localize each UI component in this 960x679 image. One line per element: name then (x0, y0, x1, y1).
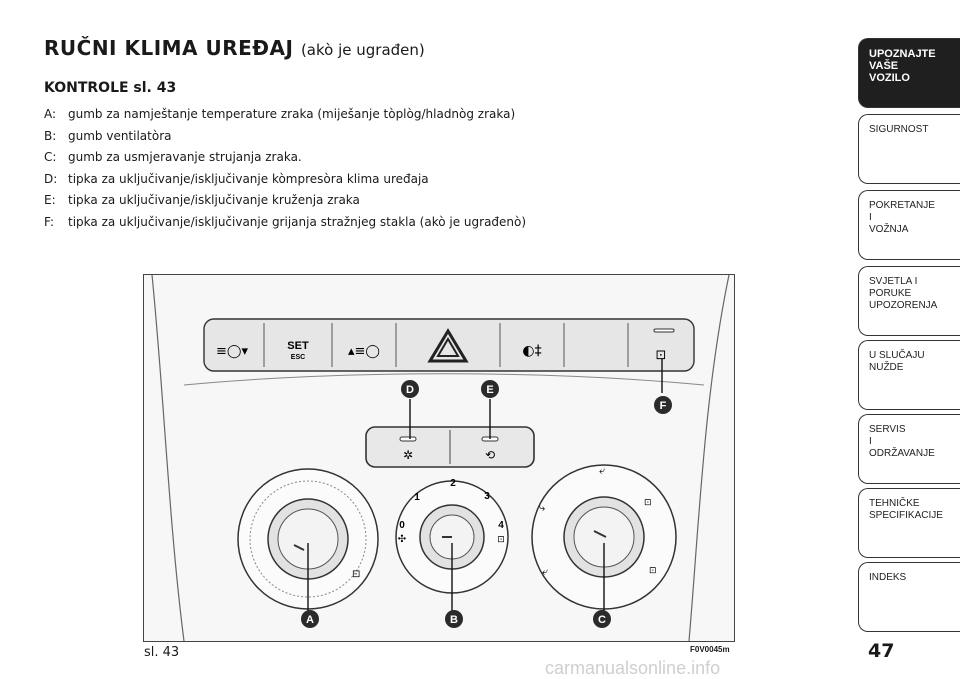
fan-speed-0: 0 (399, 520, 405, 531)
knob-a-temperature: ⊡ (237, 468, 379, 610)
callout-e: E (481, 380, 499, 398)
headlight-down-icon: ≡◯▾ (216, 344, 248, 359)
page-title: RUČNI KLIMA UREĐAJ (akò je ugrađen) (44, 36, 425, 60)
tab-label: INDEKS (869, 572, 907, 583)
item-key: E: (44, 193, 56, 207)
tab-servis[interactable]: SERVIS I ODRŽAVANJE (858, 414, 960, 484)
item-text: gumb ventilatòra (68, 128, 172, 143)
svg-text:⊡: ⊡ (649, 566, 657, 576)
fan-speed-2: 2 (450, 478, 456, 489)
page-number: 47 (868, 640, 895, 662)
callout-d: D (401, 380, 419, 398)
tab-label: SERVIS I ODRŽAVANJE (869, 424, 935, 459)
svg-text:F: F (660, 400, 667, 412)
title-main: RUČNI KLIMA UREĐAJ (44, 36, 294, 60)
title-sub: (akò je ugrađen) (300, 41, 425, 59)
knob-c-airflow: ⤶ ⤷ ⤶ ⊡ ⊡ (531, 464, 677, 610)
tab-nuzde[interactable]: U SLUČAJU NUŽDE (858, 340, 960, 410)
knob-b-fan: 0 1 2 3 4 ✣ ⊡ (395, 478, 509, 594)
fan-speed-3: 3 (484, 491, 490, 502)
svg-text:C: C (598, 614, 606, 626)
tab-label: POKRETANJE I VOŽNJA (869, 200, 935, 235)
callout-a: A (301, 610, 319, 628)
callout-b: B (445, 610, 463, 628)
svg-text:E: E (486, 384, 493, 396)
item-text: tipka za uključivanje/isključivanje kruž… (68, 193, 360, 207)
set-label: SET (287, 340, 309, 352)
tab-tehnicke[interactable]: TEHNIČKE SPECIFIKACIJE (858, 488, 960, 558)
callout-c: C (593, 610, 611, 628)
ac-led (399, 436, 417, 442)
fan-speed-1: 1 (414, 492, 420, 503)
panel-edge-right (688, 275, 730, 641)
svg-text:⊡: ⊡ (644, 498, 652, 508)
list-item: F: tipka za uključivanje/isključivanje gr… (44, 212, 526, 234)
svg-text:⊡: ⊡ (352, 569, 360, 580)
tab-label: TEHNIČKE SPECIFIKACIJE (869, 498, 943, 521)
rear-defrost-icon: ⊡ (656, 348, 667, 363)
tab-indeks[interactable]: INDEKS (858, 562, 960, 632)
tab-upoznajte[interactable]: UPOZNAJTE VAŠE VOZILO (858, 38, 960, 108)
item-key: D: (44, 171, 58, 186)
controls-list: A: gumb za namještanje temperature zraka … (44, 104, 526, 233)
esc-label: ESC (291, 354, 305, 361)
list-item: A: gumb za namještanje temperature zraka … (44, 104, 526, 126)
svg-text:⊡: ⊡ (497, 535, 505, 545)
svg-text:B: B (450, 614, 458, 626)
figure-caption: sl. 43 (144, 645, 180, 660)
tab-label: SIGURNOST (869, 124, 929, 135)
tab-svjetla[interactable]: SVJETLA I PORUKE UPOZORENJA (858, 266, 960, 336)
fog-light-icon: ◐‡ (522, 343, 541, 359)
watermark: carmanualsonline.info (545, 658, 721, 678)
item-key: B: (44, 128, 57, 143)
climate-panel-illustration: ≡◯▾ SET ESC ▴≡◯ ◐‡ ⊡ ✲ ⟲ ⊡ 0 (144, 275, 734, 641)
indicator-led (653, 328, 675, 333)
item-text: gumb za namještanje temperature zraka (m… (68, 107, 516, 121)
item-text: tipka za uključivanje/isključivanje kòmp… (68, 171, 429, 186)
svg-text:A: A (306, 614, 314, 626)
svg-text:⤷: ⤷ (539, 501, 546, 514)
button-strip (203, 318, 695, 372)
item-text: tipka za uključivanje/isključivanje grij… (68, 214, 527, 229)
controls-heading: KONTROLE sl. 43 (44, 80, 177, 96)
climate-control-figure: ≡◯▾ SET ESC ▴≡◯ ◐‡ ⊡ ✲ ⟲ ⊡ 0 (143, 274, 735, 642)
car-recirc-icon: ⟲ (485, 448, 495, 462)
tab-label: UPOZNAJTE VAŠE VOZILO (869, 48, 936, 84)
panel-edge-left (151, 275, 185, 641)
tab-pokretanje[interactable]: POKRETANJE I VOŽNJA (858, 190, 960, 260)
callout-f: F (654, 396, 672, 414)
tab-label: U SLUČAJU NUŽDE (869, 350, 925, 373)
item-key: F: (44, 214, 55, 229)
tab-sigurnost[interactable]: SIGURNOST (858, 114, 960, 184)
list-item: C: gumb za usmjeravanje strujanja zraka. (44, 147, 526, 169)
item-text: gumb za usmjeravanje strujanja zraka. (68, 150, 302, 164)
list-item: B: gumb ventilatòra (44, 126, 526, 148)
tab-label: SVJETLA I PORUKE UPOZORENJA (869, 276, 938, 311)
fan-speed-4: 4 (498, 520, 504, 531)
snowflake-icon: ✲ (403, 448, 413, 462)
hazard-icon-inner (436, 337, 460, 357)
list-item: D: tipka za uključivanje/isključivanje kò… (44, 169, 526, 191)
headlight-up-icon: ▴≡◯ (348, 344, 380, 359)
svg-text:D: D (406, 384, 414, 396)
svg-text:⤶: ⤶ (599, 464, 606, 477)
figure-code: F0V0045m (690, 645, 730, 654)
item-key: A: (44, 107, 57, 121)
svg-text:✣: ✣ (398, 534, 406, 545)
panel-contour (183, 373, 705, 386)
svg-text:⤶: ⤶ (542, 565, 549, 578)
item-key: C: (44, 150, 57, 164)
list-item: E: tipka za uključivanje/isključivanje kr… (44, 190, 526, 212)
hazard-icon (427, 328, 469, 363)
